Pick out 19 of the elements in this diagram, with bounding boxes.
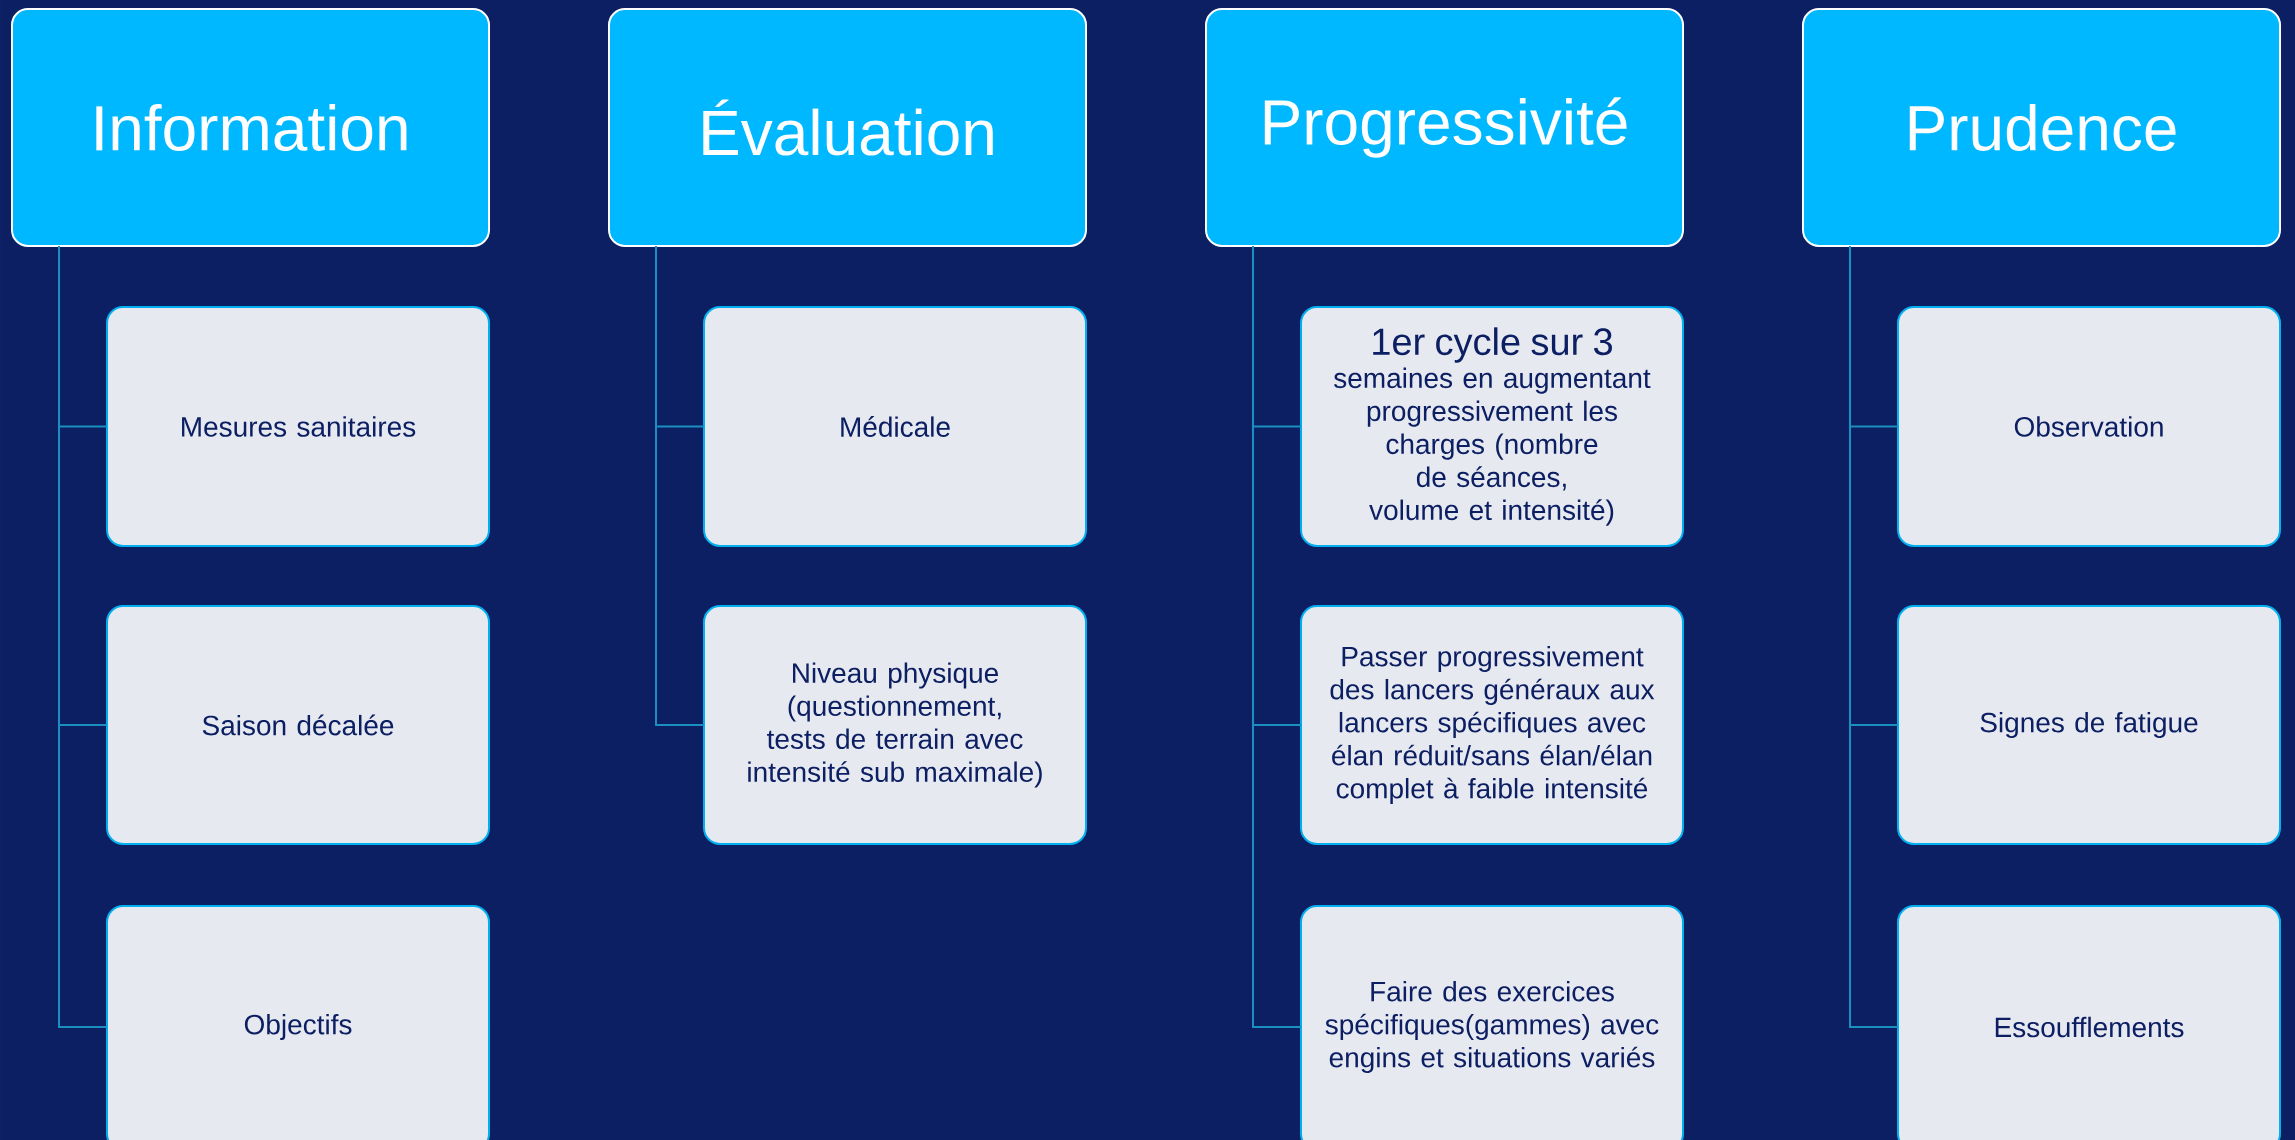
category-box: Évaluation [608, 8, 1087, 247]
item-box: Faire des exercices spécifiques(gammes) avec engins et situations variés [1300, 905, 1684, 1140]
connector-line [58, 245, 108, 1028]
category-box: Information [11, 8, 490, 247]
item-box: Signes de fatigue [1897, 605, 2281, 845]
item-box: Observation [1897, 306, 2281, 547]
item-box: Médicale [703, 306, 1087, 547]
connector-line [655, 245, 705, 726]
category-box: Prudence [1802, 8, 2281, 247]
connector-line [1252, 245, 1302, 1028]
item-box: 1er cycle sur 3 semaines en augmentant progressivement les charges (nombre de séances, volume et intensité) [1300, 306, 1684, 547]
item-box: Essoufflements [1897, 905, 2281, 1140]
item-box: Objectifs [106, 905, 490, 1140]
item-box: Niveau physique (questionnement, tests de terrain avec intensité sub maximale) [703, 605, 1087, 845]
connector-line [1849, 245, 1899, 1028]
item-box: Mesures sanitaires [106, 306, 490, 547]
item-box: Saison décalée [106, 605, 490, 845]
category-box: Progressivité [1205, 8, 1684, 247]
item-box: Passer progressivement des lancers généraux aux lancers spécifiques avec élan réduit/sans élan/élan complet à faible intensité [1300, 605, 1684, 845]
